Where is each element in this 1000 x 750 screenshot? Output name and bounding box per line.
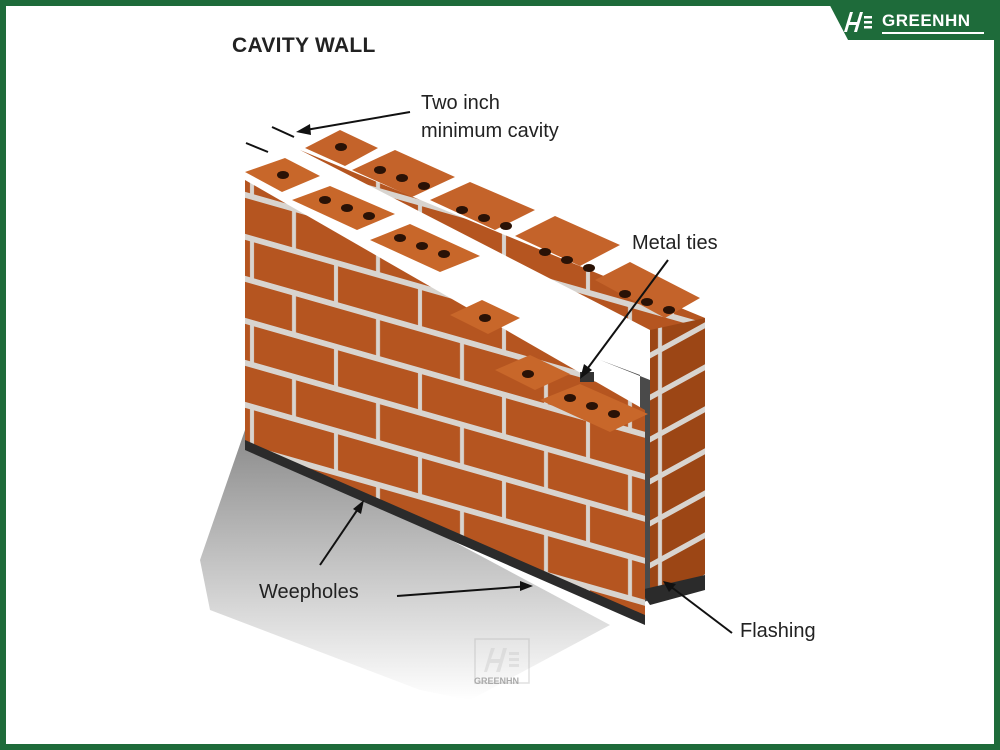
weephole-leader-2 bbox=[396, 585, 531, 597]
weephole-arrowhead-1 bbox=[353, 500, 364, 514]
brick-holes bbox=[277, 143, 675, 418]
brand-underline bbox=[882, 32, 984, 34]
ground-shadow bbox=[200, 430, 610, 700]
cavity-arrowhead bbox=[296, 124, 311, 135]
greenhn-logo-icon bbox=[844, 12, 872, 32]
cavity-label-line2: minimum cavity bbox=[421, 120, 559, 142]
weepholes-label: Weepholes bbox=[259, 581, 359, 603]
cavity-dim-line-1 bbox=[245, 142, 269, 153]
metal-ties-label: Metal ties bbox=[632, 232, 718, 254]
cavity-leader bbox=[299, 111, 411, 132]
front-wythe-base bbox=[245, 440, 645, 625]
diagram-title: CAVITY WALL bbox=[232, 34, 376, 57]
watermark-logo-icon bbox=[474, 638, 530, 684]
flashing-arrowhead bbox=[663, 581, 676, 592]
back-wythe-side-face bbox=[650, 318, 705, 600]
metal-ties-arrowhead bbox=[580, 364, 592, 379]
flashing-leader bbox=[665, 582, 733, 634]
weephole-leader-1 bbox=[319, 502, 363, 566]
brand-name: GREENHN bbox=[882, 11, 971, 30]
watermark-text: GREENHN bbox=[474, 676, 520, 686]
flashing-strip bbox=[640, 575, 705, 605]
metal-ties-leader bbox=[581, 259, 669, 377]
metal-tie bbox=[580, 372, 594, 382]
front-wythe-front-face bbox=[245, 180, 645, 620]
cavity-dim-line-2 bbox=[271, 126, 295, 138]
flashing-label: Flashing bbox=[740, 620, 816, 642]
cavity-label-line1: Two inch bbox=[421, 92, 500, 114]
weephole-arrowhead-2 bbox=[520, 581, 533, 591]
